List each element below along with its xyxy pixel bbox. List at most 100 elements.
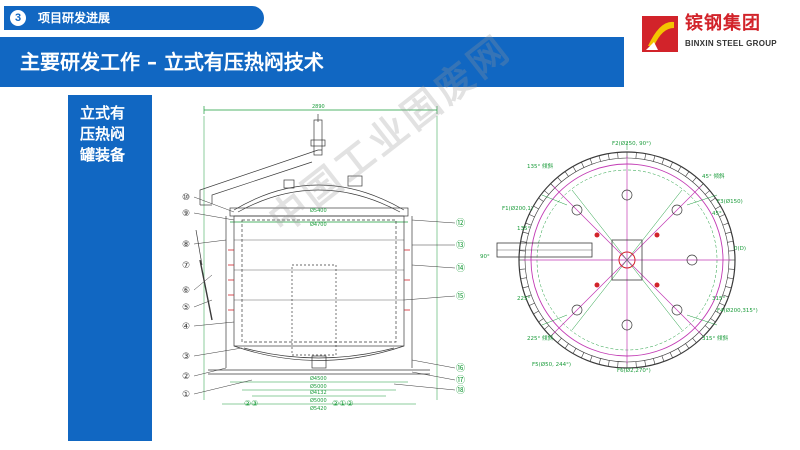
bolt-tick bbox=[564, 171, 569, 177]
bolt-tick bbox=[581, 161, 585, 168]
company-logo: 镔钢集团 BINXIN STEEL GROUP bbox=[640, 12, 790, 56]
callout-left-1: ⑩ bbox=[182, 193, 190, 203]
top-dimension: 2890 bbox=[312, 104, 325, 110]
plan-angle-5: 45° bbox=[712, 211, 722, 217]
elevation-callouts-right: ⑫ ⑬ ⑭ ⑮ ⑯ ⑰ ⑱ bbox=[456, 218, 465, 396]
bolt-tick bbox=[607, 153, 610, 160]
bolt-tick bbox=[677, 166, 682, 172]
plan-angle-1: 135° 倾斜 bbox=[527, 162, 553, 170]
bolt-tick bbox=[581, 352, 585, 359]
plan-angle-7: 225° bbox=[517, 296, 530, 302]
callout-left-8: ③ bbox=[182, 352, 190, 362]
bolt-tick bbox=[528, 302, 535, 306]
side-panel: 立式有 压热闷 罐装备 bbox=[68, 95, 152, 441]
bottom-label-2: ②①② bbox=[332, 399, 354, 408]
callout-left-10: ① bbox=[182, 390, 190, 400]
bolt-tick bbox=[704, 325, 710, 330]
elevation-view bbox=[193, 106, 456, 405]
dim-4: Ø5000 bbox=[310, 383, 327, 390]
section-tab: 3 项目研发进展 bbox=[4, 6, 264, 30]
dim-1: Ø5400 bbox=[310, 207, 327, 214]
bolt-tick bbox=[607, 360, 610, 367]
callout-right-7: ⑱ bbox=[456, 385, 465, 396]
callout-right-1: ⑫ bbox=[456, 218, 465, 229]
bolt-tick bbox=[725, 286, 732, 289]
callout-left-3: ⑧ bbox=[182, 240, 190, 250]
bolt-tick bbox=[692, 177, 697, 183]
bolt-tick bbox=[715, 310, 721, 315]
engineering-drawing: ⑩ ⑨ ⑧ ⑦ ⑥ ⑤ ④ ③ ② ① ⑫ ⑬ ⑭ ⑮ ⑯ ⑰ ⑱ 2890 Ø… bbox=[182, 104, 758, 412]
bolt-tick bbox=[653, 358, 656, 365]
section-number: 3 bbox=[10, 10, 26, 26]
plan-angle-2: 45° 倾斜 bbox=[702, 172, 725, 180]
bolt-tick bbox=[653, 155, 656, 162]
bolt-tick bbox=[725, 231, 732, 234]
callout-left-7: ④ bbox=[182, 322, 190, 332]
bolt-tick bbox=[710, 197, 716, 202]
bolt-tick bbox=[710, 318, 716, 323]
bolt-tick bbox=[572, 166, 577, 172]
bolt-tick bbox=[533, 205, 539, 210]
bolt-tick bbox=[589, 355, 593, 362]
bolt-tick bbox=[538, 197, 544, 202]
plan-label-4: F4(Ø200,315°) bbox=[717, 307, 758, 314]
plan-view bbox=[496, 142, 736, 369]
bolt-tick bbox=[544, 190, 550, 195]
bolt-tick bbox=[635, 152, 637, 159]
dim-6: Ø5000 bbox=[310, 397, 327, 404]
bolt-tick bbox=[520, 277, 527, 280]
side-panel-text: 立式有 压热闷 罐装备 bbox=[80, 103, 140, 166]
bolt-tick bbox=[728, 250, 735, 252]
callout-left-2: ⑨ bbox=[182, 209, 190, 219]
bolt-tick bbox=[617, 361, 619, 368]
bolt-tick bbox=[644, 153, 647, 160]
bolt-tick bbox=[557, 177, 562, 183]
bolt-tick bbox=[519, 250, 526, 252]
bolt-tick bbox=[722, 222, 729, 226]
bolt-tick bbox=[727, 277, 734, 280]
plan-angle-3: 225° 倾斜 bbox=[527, 334, 553, 342]
plan-labels: F2(Ø250, 90°) F1(Ø200,1) F3(Ø150) F4(Ø20… bbox=[480, 140, 758, 374]
bolt-tick bbox=[704, 190, 710, 195]
elevation-dims: 2890 Ø5400 Ø4700 Ø4500 Ø5000 Ø4132 Ø5000… bbox=[310, 104, 327, 412]
plan-label-7: 90° bbox=[480, 254, 490, 260]
bolt-tick bbox=[692, 337, 697, 343]
elevation-callouts-left: ⑩ ⑨ ⑧ ⑦ ⑥ ⑤ ④ ③ ② ① bbox=[182, 193, 190, 400]
bolt-tick bbox=[598, 358, 601, 365]
elevation-bottom-labels: ②③ ②①② bbox=[244, 399, 354, 408]
bolt-tick bbox=[598, 155, 601, 162]
bolt-tick bbox=[669, 352, 673, 359]
side-line-2: 压热闷 bbox=[80, 125, 126, 143]
bolt-tick bbox=[572, 348, 577, 354]
bolt-tick bbox=[522, 286, 529, 289]
callout-left-4: ⑦ bbox=[182, 261, 190, 271]
bolt-tick bbox=[538, 318, 544, 323]
bolt-tick bbox=[719, 302, 726, 306]
bolt-tick bbox=[635, 361, 637, 368]
page-title: 主要研发工作 – 立式有压热闷技术 bbox=[20, 50, 324, 74]
title-bar: 主要研发工作 – 立式有压热闷技术 bbox=[0, 37, 624, 87]
bolt-tick bbox=[557, 337, 562, 343]
bolt-tick bbox=[719, 214, 726, 218]
callout-right-6: ⑰ bbox=[456, 375, 465, 386]
bolt-tick bbox=[644, 360, 647, 367]
bolt-tick bbox=[525, 222, 532, 226]
callout-right-5: ⑯ bbox=[456, 363, 465, 374]
callout-left-5: ⑥ bbox=[182, 286, 190, 296]
side-line-3: 罐装备 bbox=[80, 146, 126, 164]
bolt-tick bbox=[727, 240, 734, 243]
bolt-tick bbox=[728, 268, 735, 270]
bolt-tick bbox=[617, 152, 619, 159]
plan-angle-6: 135° bbox=[517, 226, 530, 232]
bolt-tick bbox=[677, 348, 682, 354]
bolt-tick bbox=[519, 268, 526, 270]
section-label: 项目研发进展 bbox=[38, 11, 111, 25]
plan-label-6: F6(Ø2,270°) bbox=[617, 367, 651, 374]
callout-right-2: ⑬ bbox=[456, 240, 465, 251]
callout-left-9: ② bbox=[182, 372, 190, 382]
bolt-tick bbox=[520, 240, 527, 243]
callout-right-3: ⑭ bbox=[456, 263, 465, 274]
dim-3: Ø4500 bbox=[310, 375, 327, 382]
plan-label-3: F3(Ø150) bbox=[717, 198, 743, 205]
bolt-tick bbox=[589, 158, 593, 165]
